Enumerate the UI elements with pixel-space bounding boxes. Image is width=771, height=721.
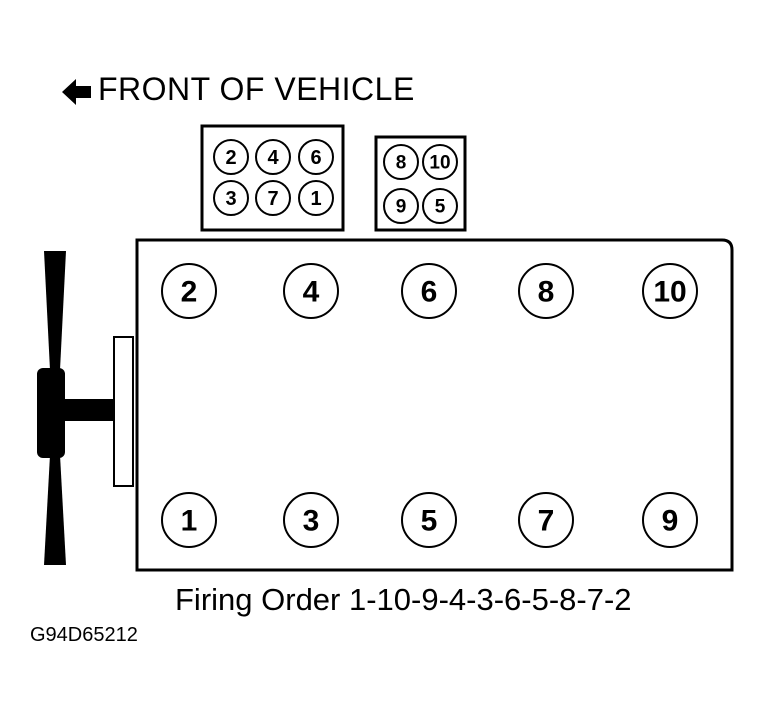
- coil-left-top-4: 4: [255, 139, 291, 175]
- cylinder-number: 6: [421, 276, 438, 309]
- arrow-left-icon: [62, 79, 91, 105]
- cylinder-number: 7: [267, 188, 278, 210]
- coil-right-top-10: 10: [422, 144, 458, 180]
- cylinder-number: 2: [181, 276, 198, 309]
- cylinder-top-4: 4: [283, 263, 339, 319]
- cylinder-number: 4: [267, 147, 279, 169]
- figure-code-label: G94D65212: [30, 624, 138, 646]
- cylinder-number: 3: [225, 188, 236, 210]
- cylinder-number: 10: [653, 276, 686, 309]
- coil-left-top-2: 2: [213, 139, 249, 175]
- coil-pack-left: [200, 124, 345, 232]
- cylinder-bottom-3: 3: [283, 492, 339, 548]
- cylinder-bottom-7: 7: [518, 492, 574, 548]
- cylinder-top-10: 10: [642, 263, 698, 319]
- cylinder-layer: 2 4 6 3 7 1 8 10 9 5 2 4 6 8 10 1 3 5 7 9: [161, 139, 698, 548]
- coil-left-top-6: 6: [298, 139, 334, 175]
- firing-order-label: Firing Order 1-10-9-4-3-6-5-8-7-2: [175, 582, 632, 617]
- cylinder-number: 8: [538, 276, 555, 309]
- cylinder-number: 8: [396, 153, 407, 174]
- cylinder-number: 9: [396, 197, 407, 218]
- cylinder-number: 4: [303, 276, 320, 309]
- coil-pack-right: [374, 135, 467, 232]
- cylinder-number: 10: [429, 153, 450, 174]
- cylinder-number: 9: [662, 505, 679, 538]
- engine-block: [135, 238, 734, 572]
- front-of-vehicle-label: FRONT OF VEHICLE: [98, 71, 415, 107]
- cylinder-number: 5: [421, 505, 438, 538]
- cylinder-top-8: 8: [518, 263, 574, 319]
- coil-left-bottom-7: 7: [255, 180, 291, 216]
- coil-right-bottom-5: 5: [422, 188, 458, 224]
- cylinder-top-2: 2: [161, 263, 217, 319]
- fan-icon: [37, 251, 116, 565]
- cylinder-number: 1: [310, 188, 321, 210]
- cylinder-number: 6: [310, 147, 321, 169]
- cylinder-number: 7: [538, 505, 555, 538]
- cylinder-number: 2: [225, 147, 236, 169]
- coil-right-bottom-9: 9: [383, 188, 419, 224]
- coil-left-bottom-3: 3: [213, 180, 249, 216]
- coil-right-top-8: 8: [383, 144, 419, 180]
- cylinder-bottom-9: 9: [642, 492, 698, 548]
- cylinder-bottom-5: 5: [401, 492, 457, 548]
- coil-left-bottom-1: 1: [298, 180, 334, 216]
- cylinder-number: 1: [181, 505, 198, 538]
- cylinder-bottom-1: 1: [161, 492, 217, 548]
- cylinder-number: 3: [303, 505, 320, 538]
- fan-pulley: [113, 336, 134, 487]
- cylinder-number: 5: [435, 197, 446, 218]
- cylinder-top-6: 6: [401, 263, 457, 319]
